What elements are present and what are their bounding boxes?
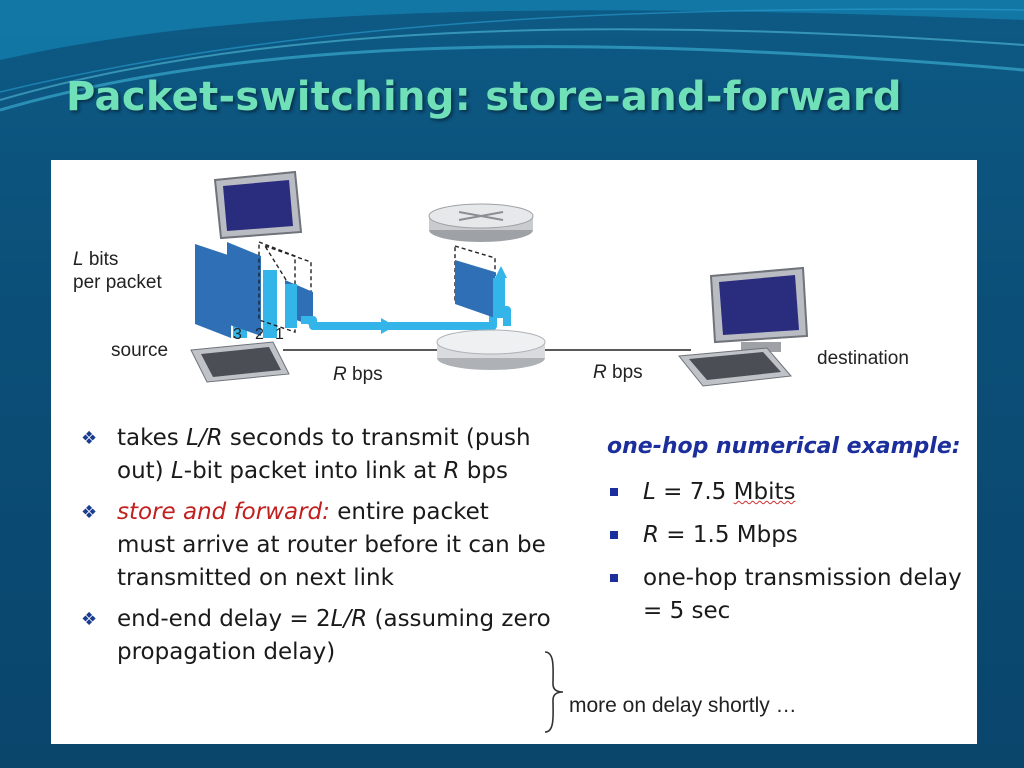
link-1-rate-label: R bps xyxy=(333,364,383,385)
square-bullet-icon xyxy=(610,574,618,582)
destination-label: destination xyxy=(817,348,909,369)
text-run: store and forward: xyxy=(117,499,330,525)
router-icon xyxy=(428,203,534,242)
store-and-forward-diagram xyxy=(190,170,809,387)
bullet-list: ❖ takes L/R seconds to transmit (push out… xyxy=(81,422,551,677)
text-run: -bit packet into link at xyxy=(183,458,444,484)
packet-number-2: 2 xyxy=(255,326,264,343)
text-run: R xyxy=(443,458,460,484)
source-computer-icon xyxy=(190,170,303,383)
title-swoosh-decoration xyxy=(0,0,1024,112)
link-arrow-icon xyxy=(381,318,395,334)
text-run: seconds to transmit (push out) xyxy=(117,425,531,484)
text-run: bps xyxy=(459,458,508,484)
text-run: = 1.5 Mbps xyxy=(658,522,798,548)
text-run: L/R xyxy=(330,606,368,632)
text-run: L/R xyxy=(186,425,223,451)
example-item: R = 1.5 Mbps xyxy=(607,519,967,552)
text-run: entire packet must arrive at router befo… xyxy=(117,499,546,591)
content-panel: L bits per packet 3 2 1 source R bps R b… xyxy=(51,160,977,744)
square-bullet-icon xyxy=(610,488,618,496)
example-item: one-hop transmission delay = 5 sec xyxy=(607,562,967,628)
text-run: Mbits xyxy=(733,479,796,505)
square-bullet-icon xyxy=(610,531,618,539)
bullet-diamond-icon: ❖ xyxy=(81,428,98,449)
text-run: end-end delay = 2 xyxy=(117,606,331,632)
bullet-diamond-icon: ❖ xyxy=(81,609,98,630)
text-run: (assuming zero propagation delay) xyxy=(117,606,551,665)
text-run: L xyxy=(643,479,656,505)
bullet-item: ❖ store and forward: entire packet must a… xyxy=(81,496,551,595)
text-run: = 7.5 xyxy=(655,479,734,505)
destination-computer-icon xyxy=(678,266,809,387)
example-item: L = 7.5 Mbits xyxy=(607,476,967,509)
packets-at-source xyxy=(195,240,313,338)
text-run: R xyxy=(643,522,659,548)
text-run: takes xyxy=(117,425,187,451)
more-on-delay-note: more on delay shortly … xyxy=(569,694,797,717)
packet-number-1: 1 xyxy=(275,326,284,343)
router-disk-icon xyxy=(436,329,546,370)
bullet-item: ❖ end-end delay = 2L/R (assuming zero pro… xyxy=(81,603,551,669)
slide-title: Packet-switching: store-and-forward xyxy=(66,74,902,120)
link-2-rate-label: R bps xyxy=(593,362,643,383)
bullet-item: ❖ takes L/R seconds to transmit (push out… xyxy=(81,422,551,488)
link-path xyxy=(301,306,511,330)
packet-at-router xyxy=(454,245,507,318)
right-brace-icon xyxy=(544,651,564,733)
text-run: one-hop transmission delay = 5 sec xyxy=(643,565,962,624)
example-title: one-hop numerical example: xyxy=(607,434,961,459)
text-run: L xyxy=(170,458,184,484)
bullet-diamond-icon: ❖ xyxy=(81,502,98,523)
bits-per-packet-label: L bits per packet xyxy=(73,249,162,293)
packet-number-3: 3 xyxy=(233,326,242,343)
source-label: source xyxy=(111,340,169,361)
